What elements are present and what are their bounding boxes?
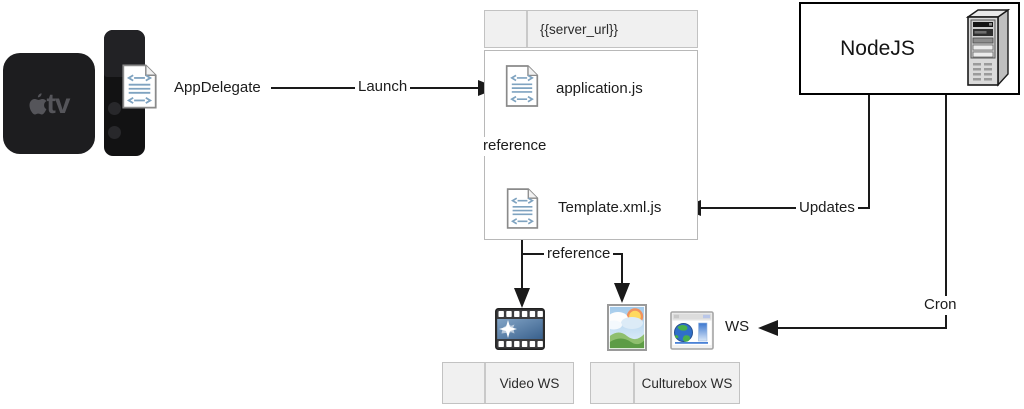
film-strip-icon [495, 308, 545, 350]
js-file-icon-application [505, 64, 539, 108]
video-arrowhead-icon [514, 288, 530, 308]
cron-label: Cron [921, 296, 960, 315]
culturebox-arrow-vline [621, 255, 623, 284]
video-ws-bar-cell [443, 363, 486, 403]
culturebox-ws-bar: Culturebox WS [590, 362, 740, 404]
cron-arrow-vline [945, 95, 947, 329]
remote-mic-button [108, 102, 121, 115]
nodejs-label: NodeJS [840, 36, 915, 60]
reference-bottom-label: reference [544, 245, 614, 264]
js-file-icon-remote [121, 64, 158, 109]
remote-play-button [108, 126, 121, 139]
reference-bottom-arrow-vline [521, 229, 523, 290]
photo-landscape-icon [607, 304, 647, 351]
server-url-header-cell [485, 11, 528, 47]
ws-label: WS [725, 318, 750, 335]
server-url-label: {{server_url}} [540, 21, 619, 37]
browser-globe-icon [670, 311, 714, 350]
apple-tv-logo-text: tv [46, 87, 71, 119]
video-ws-bar: Video WS [442, 362, 574, 404]
server-url-header-bar: {{server_url}} [484, 10, 698, 48]
culturebox-ws-bar-cell [591, 363, 635, 403]
reference-top-label: reference [480, 137, 550, 156]
nodejs-box: NodeJS [799, 2, 1020, 95]
apple-tv-device: tv [3, 53, 95, 154]
culturebox-arrowhead-icon [614, 283, 630, 303]
template-xml-js-label: Template.xml.js [558, 199, 662, 216]
appdelegate-label: AppDelegate [174, 79, 261, 96]
apple-logo-icon [29, 93, 47, 115]
server-tower-icon [965, 9, 1012, 89]
application-js-label: application.js [556, 80, 643, 97]
apple-tv-logo: tv [29, 88, 70, 120]
ws-arrowhead-icon [758, 320, 778, 336]
culturebox-ws-label: Culturebox WS [641, 375, 733, 391]
launch-label: Launch [355, 78, 411, 97]
cron-arrow-hline [778, 327, 947, 329]
updates-label: Updates [796, 199, 858, 218]
js-file-icon-template [506, 187, 539, 230]
updates-arrow-hline [701, 207, 870, 209]
video-ws-label: Video WS [499, 375, 560, 391]
updates-arrow-vline [868, 95, 870, 209]
